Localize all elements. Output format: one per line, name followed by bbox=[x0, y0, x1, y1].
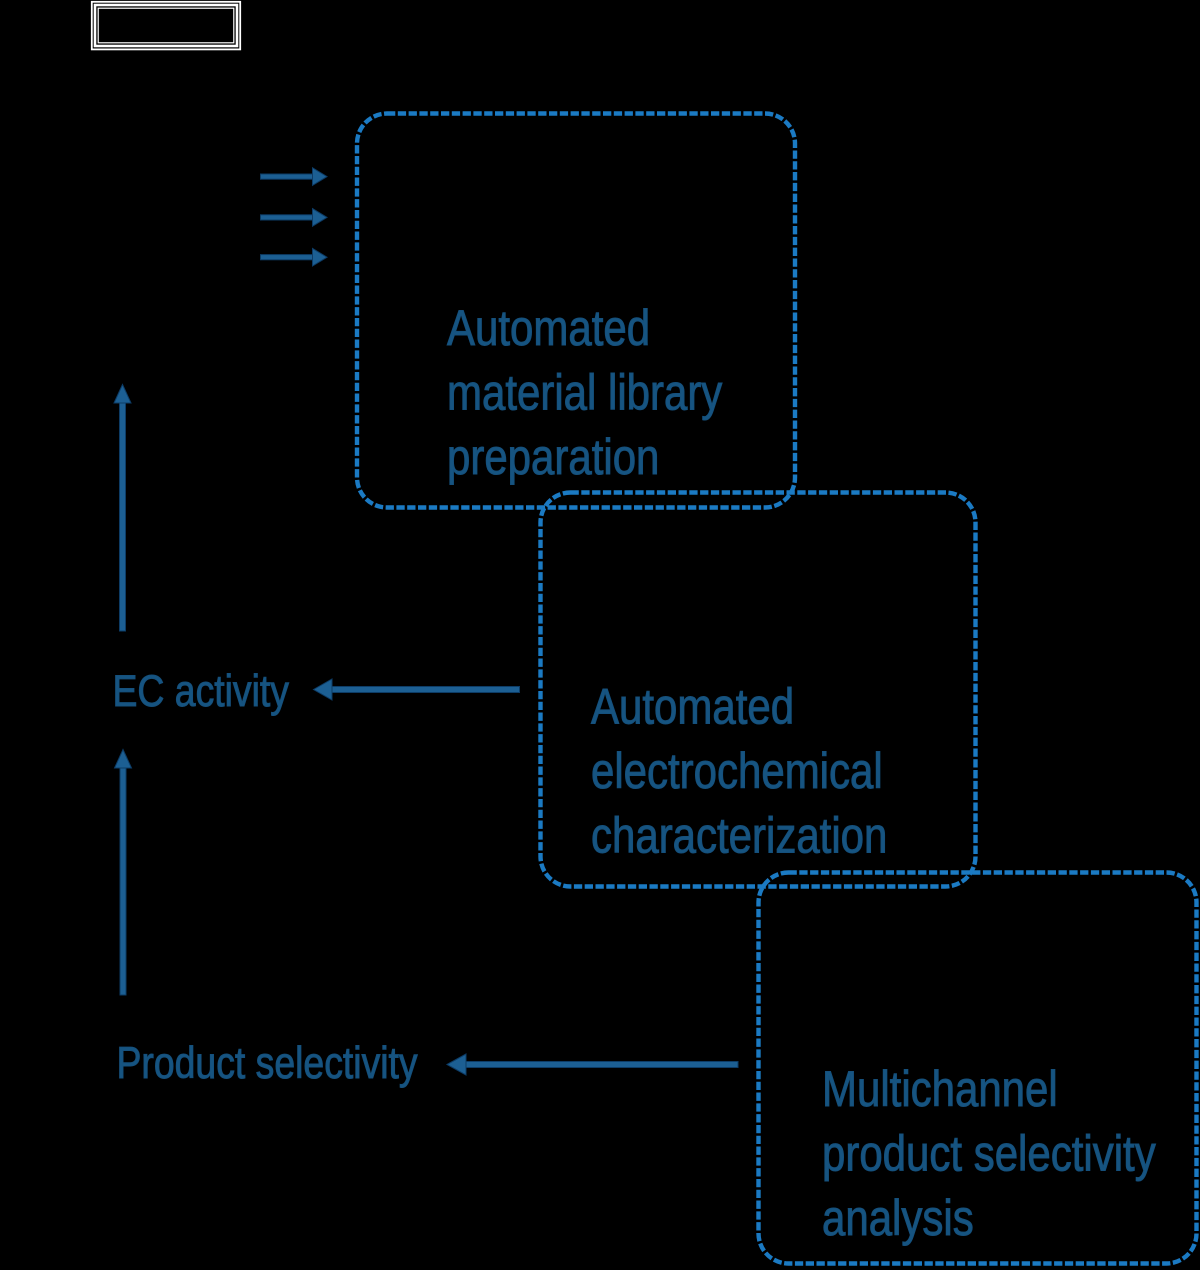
svg-text:electrochemical: electrochemical bbox=[591, 743, 883, 799]
svg-text:material library: material library bbox=[447, 364, 722, 420]
svg-text:analysis: analysis bbox=[822, 1190, 974, 1246]
svg-text:EC activity: EC activity bbox=[113, 666, 290, 716]
svg-text:Automated: Automated bbox=[447, 300, 650, 356]
svg-text:characterization: characterization bbox=[591, 807, 887, 863]
svg-text:Automated: Automated bbox=[591, 678, 794, 734]
svg-text:Product selectivity: Product selectivity bbox=[117, 1038, 419, 1088]
svg-text:Multichannel: Multichannel bbox=[822, 1061, 1058, 1117]
svg-text:product selectivity: product selectivity bbox=[822, 1125, 1156, 1181]
svg-text:preparation: preparation bbox=[447, 429, 659, 485]
